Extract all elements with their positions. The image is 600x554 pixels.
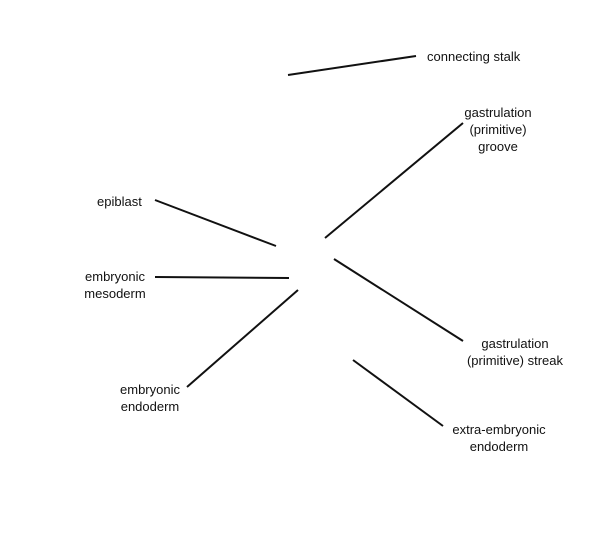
label-connecting-stalk: connecting stalk (427, 48, 520, 65)
label-text: endoderm (120, 399, 180, 414)
leader-line-gastrulation-groove (324, 122, 464, 239)
leader-line-gastrulation-streak (333, 258, 464, 342)
label-extra-embryonic-endoderm: extra-embryonic endoderm (438, 421, 560, 455)
label-text: gastrulation (481, 336, 549, 351)
label-text: endoderm (469, 439, 529, 454)
label-text: gastrulation (464, 105, 532, 120)
label-text: epiblast (97, 194, 142, 209)
leader-line-epiblast (154, 199, 277, 247)
label-text: embryonic (85, 269, 145, 284)
label-embryonic-endoderm: embryonic endoderm (105, 381, 195, 415)
label-gastrulation-primitive-groove: gastrulation (primitive) groove (448, 104, 548, 155)
leader-line-connecting-stalk (287, 55, 417, 76)
label-text: (primitive) streak (466, 353, 564, 368)
leader-line-extra-embryonic-endoderm (352, 359, 444, 427)
label-embryonic-mesoderm: embryonic mesoderm (70, 268, 160, 302)
label-text: groove (478, 139, 518, 154)
label-text: embryonic (120, 382, 180, 397)
label-text: connecting stalk (427, 49, 521, 64)
label-text: extra-embryonic (452, 422, 546, 437)
label-gastrulation-primitive-streak: gastrulation (primitive) streak (450, 335, 580, 369)
leader-line-embryonic-mesoderm (154, 276, 290, 279)
label-epiblast: epiblast (97, 193, 142, 210)
leader-line-embryonic-endoderm (186, 289, 299, 388)
label-text: (primitive) (469, 122, 527, 137)
label-text: mesoderm (84, 286, 146, 301)
